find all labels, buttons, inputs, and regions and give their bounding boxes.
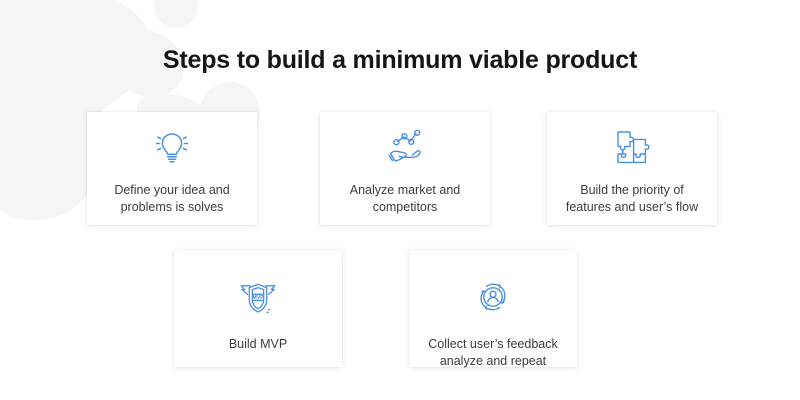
- step-card-build-mvp[interactable]: MVP Build MVP: [174, 250, 342, 367]
- step-card-label: Collect user’s feedback analyze and repe…: [428, 337, 558, 368]
- step-card-label: Define your idea and problems is solves: [114, 183, 230, 214]
- step-card-label: Analyze market and competitors: [349, 183, 461, 214]
- puzzle-pieces-icon: [609, 126, 655, 168]
- step-card-label: Build the priority of features and user’…: [565, 183, 699, 214]
- lightbulb-icon: [149, 126, 195, 168]
- winged-shield-mvp-icon: MVP: [235, 276, 281, 318]
- step-card-label: Build MVP: [228, 337, 288, 351]
- mvp-icon-text: MVP: [252, 295, 264, 301]
- step-card-build-priority[interactable]: Build the priority of features and user’…: [547, 112, 717, 225]
- page-title: Steps to build a minimum viable product: [162, 46, 638, 74]
- step-card-define-idea[interactable]: Define your idea and problems is solves: [87, 112, 257, 225]
- hand-analytics-icon: [382, 126, 428, 168]
- step-card-analyze-market[interactable]: Analyze market and competitors: [320, 112, 490, 225]
- step-card-collect-feedback[interactable]: Collect user’s feedback analyze and repe…: [409, 250, 577, 368]
- user-feedback-loop-icon: [470, 276, 516, 318]
